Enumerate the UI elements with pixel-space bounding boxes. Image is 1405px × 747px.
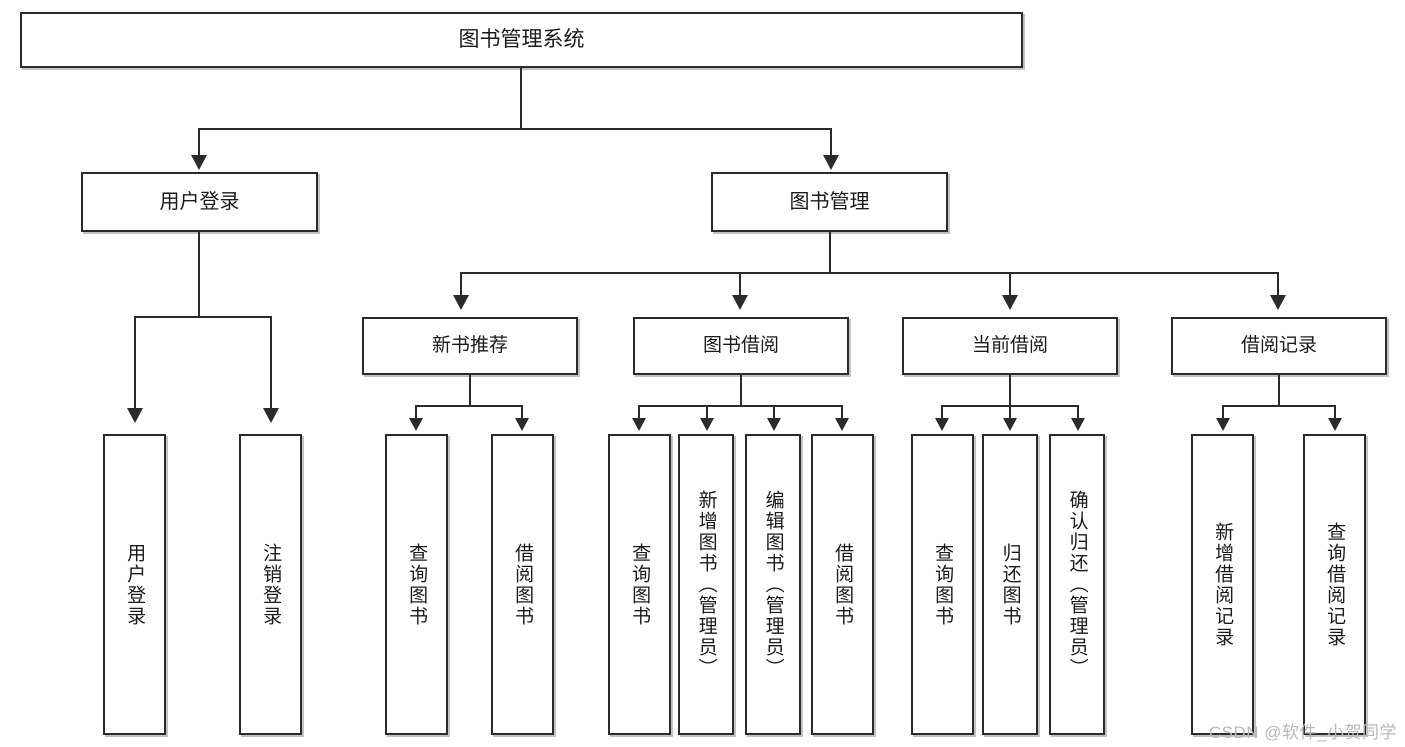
node-label: 借阅记录 (1240, 335, 1317, 357)
connector-book-borrow-branch-2 (706, 405, 708, 419)
arrow-to-cb-confirm-return (1071, 418, 1085, 431)
leaf-br-query-record[interactable]: 查询借阅记录 (1303, 434, 1366, 735)
arrow-to-cb-return-book (1003, 418, 1017, 431)
connector-borrow-record-bus (1222, 405, 1336, 407)
arrow-to-br-add-record (1216, 418, 1230, 431)
arrow-root-to-user-login (191, 155, 207, 170)
arrow-to-new-book-recommend (453, 295, 469, 310)
node-borrow-record[interactable]: 借阅记录 (1171, 317, 1387, 375)
arrow-to-nb-borrow-book (515, 418, 529, 431)
connector-borrow-record-stem (1278, 375, 1280, 405)
arrow-to-nb-query-book (409, 418, 423, 431)
node-label: 查询借阅记录 (1324, 521, 1346, 648)
leaf-nb-borrow-book[interactable]: 借阅图书 (491, 434, 554, 735)
leaf-cb-query-book[interactable]: 查询图书 (911, 434, 974, 735)
arrow-to-user-login-leaf (127, 408, 143, 423)
leaf-bb-edit-book[interactable]: 编辑图书（管理员） (745, 434, 801, 735)
arrow-to-bb-query-book (632, 418, 646, 431)
connector-user-login-bus (134, 316, 272, 318)
node-label: 查询图书 (932, 542, 954, 627)
connector-book-borrow-stem (740, 375, 742, 405)
connector-current-borrow-stem (1009, 375, 1011, 405)
connector-book-mgmt-branch-3 (1009, 272, 1011, 296)
connector-root-to-book-mgmt (830, 128, 832, 156)
node-label: 图书管理系统 (458, 28, 585, 52)
leaf-br-add-record[interactable]: 新增借阅记录 (1191, 434, 1254, 735)
connector-new-book-branch-1 (415, 405, 417, 419)
leaf-bb-query-book[interactable]: 查询图书 (608, 434, 671, 735)
arrow-to-bb-edit-book (767, 418, 781, 431)
connector-user-login-branch-2 (270, 316, 272, 409)
arrow-to-current-borrow (1002, 295, 1018, 310)
node-label: 新书推荐 (431, 335, 508, 357)
node-label: 确认归还（管理员） (1066, 490, 1088, 679)
connector-new-book-branch-2 (521, 405, 523, 419)
leaf-bb-borrow-book[interactable]: 借阅图书 (811, 434, 874, 735)
connector-root-to-user-login (198, 128, 200, 156)
arrow-root-to-book-mgmt (823, 155, 839, 170)
leaf-nb-query-book[interactable]: 查询图书 (385, 434, 448, 735)
node-label: 新增图书（管理员） (695, 490, 717, 679)
connector-book-borrow-bus (638, 405, 843, 407)
node-label: 编辑图书（管理员） (762, 490, 784, 679)
node-book-borrow[interactable]: 图书借阅 (633, 317, 849, 375)
node-label: 查询图书 (629, 542, 651, 627)
connector-book-mgmt-branch-4 (1277, 272, 1279, 296)
connector-book-mgmt-bus (460, 272, 1279, 274)
connector-current-borrow-branch-1 (941, 405, 943, 419)
connector-borrow-record-branch-2 (1334, 405, 1336, 419)
arrow-to-cb-query-book (935, 418, 949, 431)
connector-user-login-branch-1 (134, 316, 136, 409)
node-book-management[interactable]: 图书管理 (711, 172, 948, 232)
node-label: 查询图书 (406, 542, 428, 627)
connector-root-stem (520, 68, 522, 128)
leaf-cb-return-book[interactable]: 归还图书 (982, 434, 1038, 735)
node-current-borrow[interactable]: 当前借阅 (902, 317, 1118, 375)
connector-borrow-record-branch-1 (1222, 405, 1224, 419)
node-new-book-recommend[interactable]: 新书推荐 (362, 317, 578, 375)
arrow-to-book-borrow (732, 295, 748, 310)
connector-current-borrow-branch-2 (1009, 405, 1011, 419)
node-label: 图书借阅 (702, 335, 779, 357)
connector-current-borrow-branch-3 (1077, 405, 1079, 419)
node-user-login[interactable]: 用户登录 (81, 172, 318, 232)
connector-book-borrow-branch-1 (638, 405, 640, 419)
node-label: 用户登录 (124, 542, 146, 627)
node-label: 用户登录 (159, 190, 240, 213)
connector-root-bus (198, 128, 832, 130)
connector-new-book-stem (469, 375, 471, 405)
node-label: 借阅图书 (512, 542, 534, 627)
leaf-logout[interactable]: 注销登录 (239, 434, 302, 735)
connector-book-mgmt-branch-2 (739, 272, 741, 296)
leaf-cb-confirm-return[interactable]: 确认归还（管理员） (1049, 434, 1105, 735)
leaf-user-login[interactable]: 用户登录 (103, 434, 166, 735)
node-label: 新增借阅记录 (1212, 521, 1234, 648)
node-root-system[interactable]: 图书管理系统 (20, 12, 1023, 68)
node-label: 归还图书 (999, 542, 1021, 627)
arrow-to-bb-borrow-book (835, 418, 849, 431)
connector-book-mgmt-stem (829, 232, 831, 272)
node-label: 注销登录 (260, 542, 282, 627)
node-label: 当前借阅 (971, 335, 1048, 357)
connector-new-book-bus (415, 405, 523, 407)
connector-user-login-stem (198, 232, 200, 316)
csdn-watermark: CSDN @软件_小贺同学 (1208, 723, 1397, 742)
node-label: 图书管理 (789, 190, 870, 213)
arrow-to-br-query-record (1328, 418, 1342, 431)
arrow-to-logout-leaf (263, 408, 279, 423)
arrow-to-bb-add-book (700, 418, 714, 431)
connector-book-borrow-branch-4 (841, 405, 843, 419)
connector-book-mgmt-branch-1 (460, 272, 462, 296)
leaf-bb-add-book[interactable]: 新增图书（管理员） (678, 434, 734, 735)
node-label: 借阅图书 (832, 542, 854, 627)
connector-book-borrow-branch-3 (773, 405, 775, 419)
arrow-to-borrow-record (1270, 295, 1286, 310)
